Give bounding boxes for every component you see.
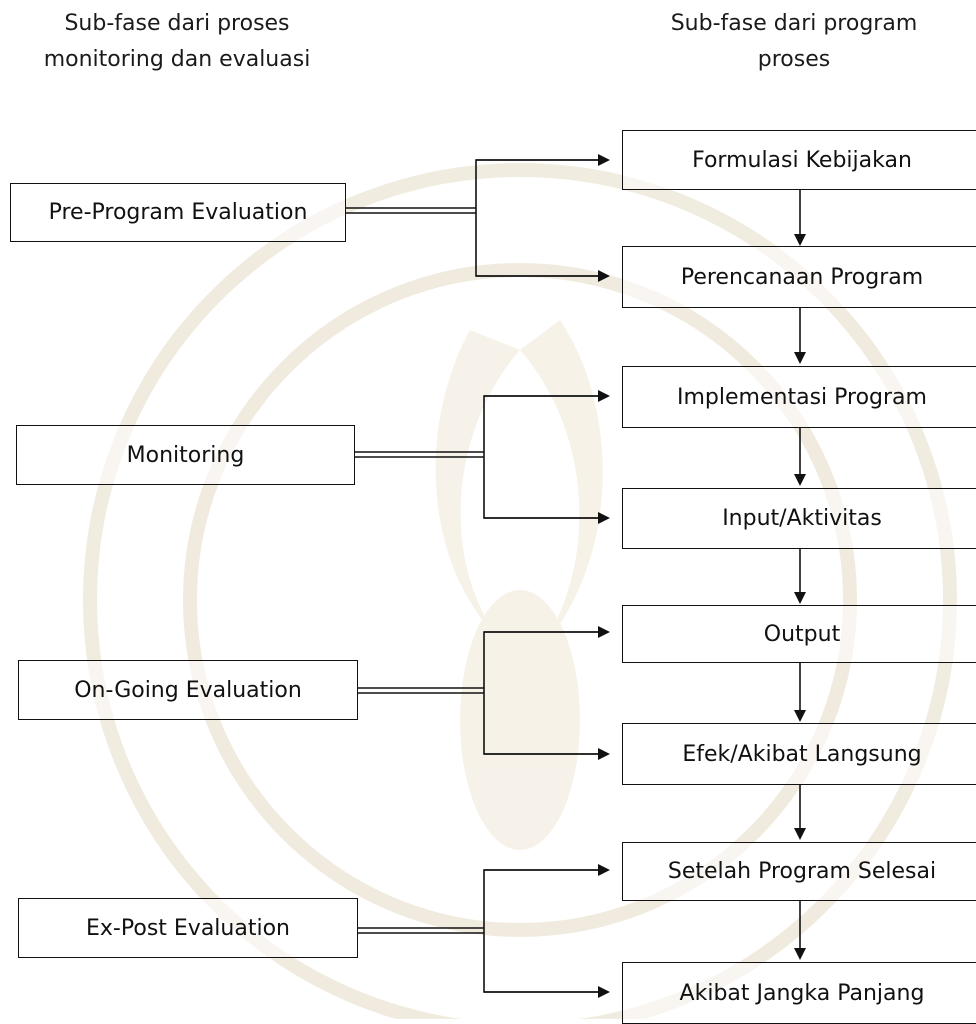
label-perencanaan-program: Perencanaan Program [680,264,924,290]
box-input-aktivitas: Input/Aktivitas [622,488,976,549]
box-formulasi-kebijakan: Formulasi Kebijakan [622,130,976,190]
box-monitoring: Monitoring [16,425,355,485]
label-formulasi-kebijakan: Formulasi Kebijakan [692,147,912,173]
branch-ongoing [483,631,606,755]
label-akibat-jangka-panjang: Akibat Jangka Panjang [679,980,925,1006]
branch-pre-program [475,159,606,277]
heading-evaluation-subphases: Sub-fase dari proses monitoring dan eval… [12,6,342,78]
box-on-going-evaluation: On-Going Evaluation [18,660,358,720]
box-akibat-jangka-panjang: Akibat Jangka Panjang [622,962,976,1024]
label-pre-program-evaluation: Pre-Program Evaluation [48,200,308,225]
branch-expost [483,869,606,993]
box-output: Output [622,605,976,663]
label-implementasi-program: Implementasi Program [677,384,927,410]
label-output: Output [763,621,841,647]
label-on-going-evaluation: On-Going Evaluation [74,677,302,703]
label-monitoring: Monitoring [126,442,245,468]
label-ex-post-evaluation: Ex-Post Evaluation [86,915,290,941]
heading-program-line-2: proses [757,47,831,72]
box-perencanaan-program: Perencanaan Program [622,246,976,308]
heading-evaluation-line-2: monitoring dan evaluasi [43,47,311,72]
box-ex-post-evaluation: Ex-Post Evaluation [18,898,358,958]
label-input-aktivitas: Input/Aktivitas [722,506,882,531]
label-setelah-program-selesai: Setelah Program Selesai [667,859,937,884]
branch-monitoring [483,395,606,519]
box-setelah-program-selesai: Setelah Program Selesai [622,842,976,901]
box-implementasi-program: Implementasi Program [622,366,976,428]
heading-program-subphases: Sub-fase dari program proses [612,6,976,78]
box-pre-program-evaluation: Pre-Program Evaluation [10,183,346,242]
box-efek-akibat-langsung: Efek/Akibat Langsung [622,723,976,785]
heading-program-line-1: Sub-fase dari program [670,11,918,36]
heading-evaluation-line-1: Sub-fase dari proses [64,11,290,36]
label-efek-akibat-langsung: Efek/Akibat Langsung [682,741,922,767]
